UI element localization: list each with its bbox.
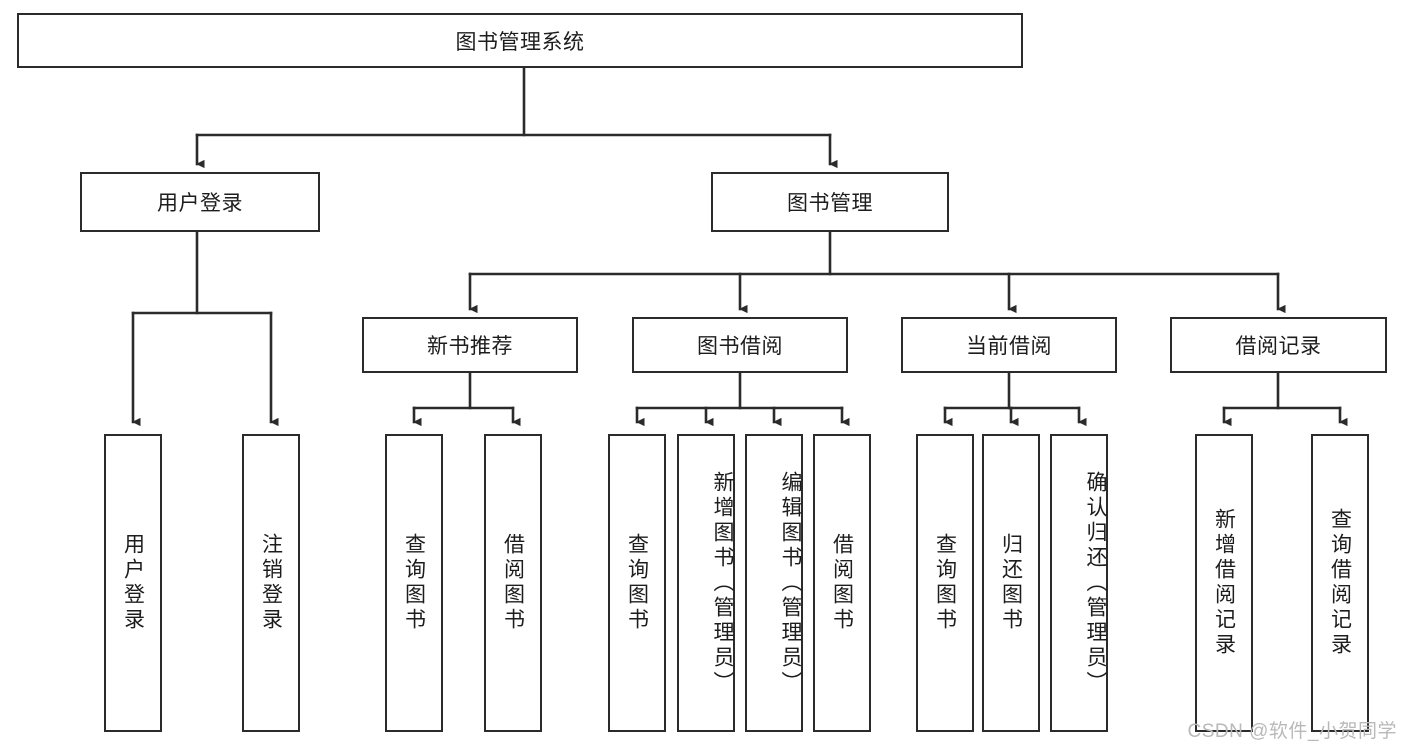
leaf-borrow-book-2-label: 借阅图书 [830, 533, 854, 633]
leaf-edit-book-label: 编辑图书（管理员） [779, 470, 802, 696]
node-book-borrow-label: 图书借阅 [697, 335, 783, 358]
node-book-manage-label: 图书管理 [787, 192, 873, 215]
node-borrow-record-label: 借阅记录 [1235, 335, 1322, 358]
node-user-login[interactable]: 用户登录 [80, 172, 320, 232]
leaf-query-book-1[interactable]: 查询图书 [385, 434, 443, 732]
leaf-borrow-book-2[interactable]: 借阅图书 [813, 434, 871, 732]
leaf-user-login-label: 用户登录 [121, 533, 145, 633]
leaf-borrow-book-1[interactable]: 借阅图书 [484, 434, 542, 732]
leaf-query-book-3[interactable]: 查询图书 [916, 434, 974, 732]
leaf-add-book-label: 新增图书（管理员） [711, 470, 734, 696]
node-root-label: 图书管理系统 [455, 30, 585, 54]
leaf-add-book[interactable]: 新增图书（管理员） [677, 434, 735, 732]
leaf-query-book-2[interactable]: 查询图书 [608, 434, 666, 732]
leaf-confirm-return-label: 确认归还（管理员） [1084, 470, 1107, 696]
leaf-logout-label: 注销登录 [259, 533, 283, 633]
node-current-borrow-label: 当前借阅 [966, 335, 1052, 358]
node-book-manage[interactable]: 图书管理 [711, 172, 949, 232]
leaf-user-login[interactable]: 用户登录 [104, 434, 162, 732]
node-borrow-record[interactable]: 借阅记录 [1170, 317, 1387, 373]
leaf-add-record[interactable]: 新增借阅记录 [1195, 434, 1253, 732]
leaf-query-record[interactable]: 查询借阅记录 [1311, 434, 1369, 732]
leaf-add-record-label: 新增借阅记录 [1212, 508, 1236, 658]
leaf-confirm-return[interactable]: 确认归还（管理员） [1050, 434, 1108, 732]
node-new-book-rec[interactable]: 新书推荐 [362, 317, 578, 373]
csdn-watermark: CSDN @软件_小贺同学 [1187, 721, 1397, 742]
node-new-book-rec-label: 新书推荐 [427, 335, 513, 358]
leaf-query-book-2-label: 查询图书 [625, 533, 649, 633]
leaf-return-book[interactable]: 归还图书 [982, 434, 1040, 732]
leaf-query-book-1-label: 查询图书 [402, 533, 426, 633]
node-book-borrow[interactable]: 图书借阅 [632, 317, 848, 373]
node-current-borrow[interactable]: 当前借阅 [901, 317, 1117, 373]
leaf-logout[interactable]: 注销登录 [242, 434, 300, 732]
node-root[interactable]: 图书管理系统 [17, 13, 1023, 68]
leaf-borrow-book-1-label: 借阅图书 [501, 533, 525, 633]
node-user-login-label: 用户登录 [157, 192, 243, 215]
leaf-edit-book[interactable]: 编辑图书（管理员） [745, 434, 803, 732]
leaf-return-book-label: 归还图书 [999, 533, 1023, 633]
leaf-query-book-3-label: 查询图书 [933, 533, 957, 633]
leaf-query-record-label: 查询借阅记录 [1328, 508, 1352, 658]
